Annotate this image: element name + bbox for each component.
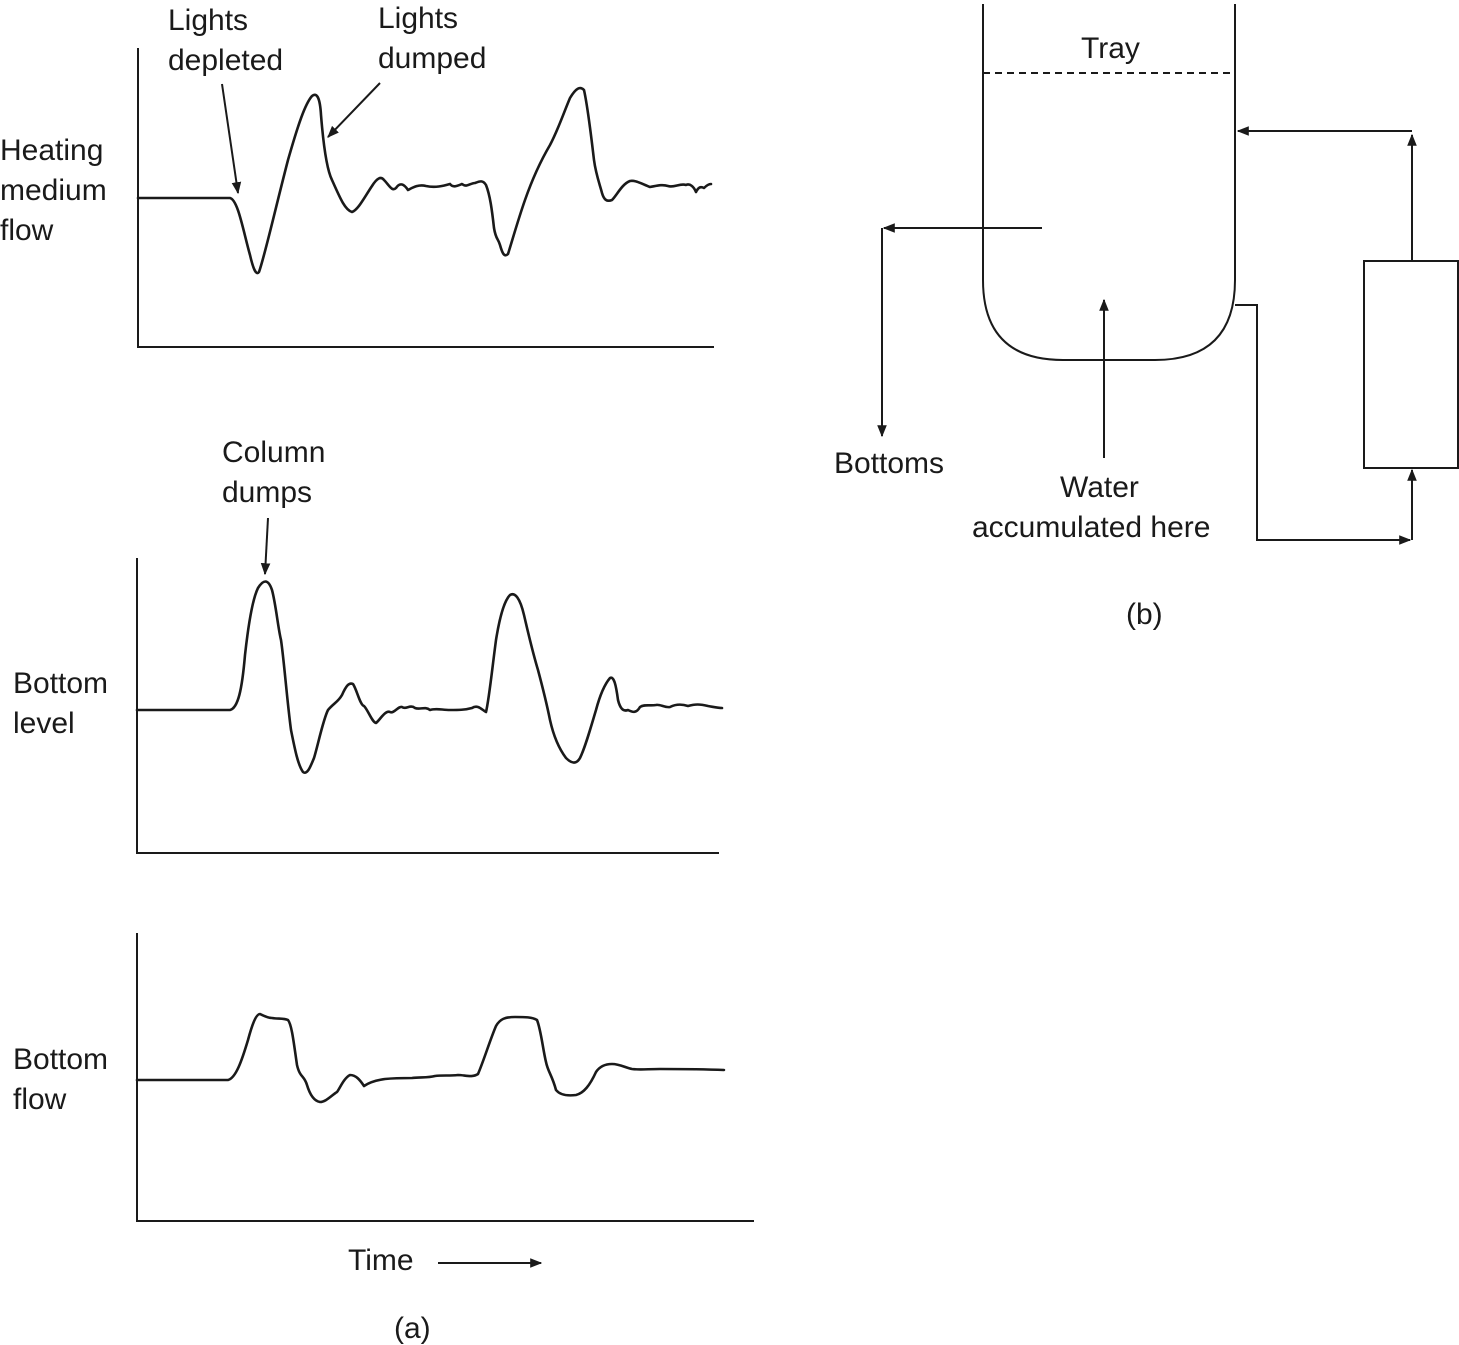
lights-depleted-label-1: Lights [168, 4, 248, 37]
lights-dumped-label-1: Lights [378, 2, 458, 35]
column-vessel [982, 4, 1236, 361]
heating-ylabel-1: Heating [0, 134, 103, 167]
flow-axes [136, 933, 754, 1222]
bottom-level-plot: Bottom level Column dumps [13, 436, 724, 854]
panel-a: Heating medium flow Lights depleted Ligh… [0, 2, 754, 1345]
lights-depleted-arrow [221, 83, 242, 195]
bottom-flow-plot: Bottom flow [13, 933, 754, 1222]
bottom-flow-trace [135, 1012, 726, 1104]
heating-ylabel-3: flow [0, 214, 54, 247]
level-ylabel-2: level [13, 707, 75, 740]
lights-dumped-label-2: dumped [378, 42, 486, 75]
water-label-1: Water [1060, 471, 1139, 504]
heating-ylabel-2: medium [0, 174, 107, 207]
caption-b: (b) [1126, 598, 1163, 631]
level-axes [136, 558, 719, 854]
tray-label: Tray [1081, 32, 1140, 65]
column-dumps-arrow [260, 517, 271, 576]
panel-b: Tray Bottoms Water accumulated here (b) [834, 4, 1459, 631]
bottoms-label: Bottoms [834, 447, 944, 480]
heating-medium-flow-plot: Heating medium flow Lights depleted Ligh… [0, 2, 714, 348]
flow-ylabel-1: Bottom [13, 1043, 108, 1076]
level-ylabel-1: Bottom [13, 667, 108, 700]
column-dumps-label-2: dumps [222, 476, 312, 509]
flow-ylabel-2: flow [13, 1083, 67, 1116]
lights-dumped-arrow [327, 82, 381, 138]
bottom-level-trace [135, 580, 724, 774]
reboiler [1363, 260, 1459, 469]
caption-a: (a) [394, 1312, 431, 1345]
reboiler-feed-line [1235, 304, 1412, 545]
column-dumps-label-1: Column [222, 436, 325, 469]
heating-axes [137, 48, 714, 348]
time-axis-label: Time [348, 1244, 414, 1277]
lights-depleted-label-2: depleted [168, 44, 283, 77]
water-label-2: accumulated here [972, 511, 1210, 544]
heating-medium-flow-trace [136, 86, 713, 275]
